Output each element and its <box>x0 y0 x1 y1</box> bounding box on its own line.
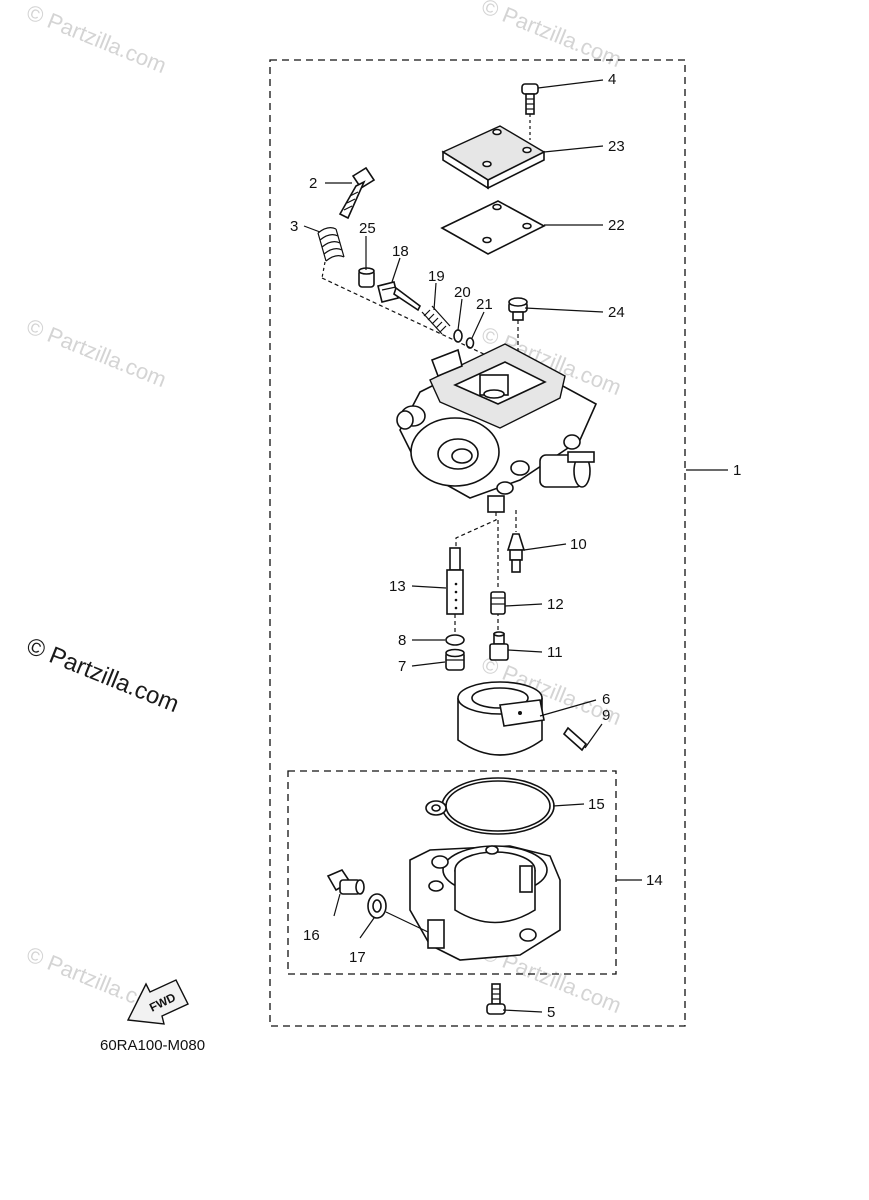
callout-4: 4 <box>608 71 616 88</box>
part-10-needle-valve <box>506 533 526 573</box>
part-8-o-ring <box>445 634 465 646</box>
callout-16: 16 <box>303 927 320 944</box>
callout-11: 11 <box>547 644 563 661</box>
part-23-cover <box>441 125 546 190</box>
callout-14: 14 <box>646 872 663 889</box>
callout-17: 17 <box>349 949 366 966</box>
callout-3: 3 <box>290 218 298 235</box>
part-24-plug <box>508 297 528 378</box>
callout-21: 21 <box>476 296 493 313</box>
callout-23: 23 <box>608 138 625 155</box>
carburetor-body <box>396 343 598 513</box>
watermark: © Partzilla.com <box>23 313 170 392</box>
part-12-jet <box>490 591 506 615</box>
callout-20: 20 <box>454 284 471 301</box>
part-25-cap <box>358 267 375 288</box>
part-5-screw <box>486 983 506 1015</box>
callout-12: 12 <box>547 596 564 613</box>
part-14-float-chamber <box>409 845 561 961</box>
callout-24: 24 <box>608 304 625 321</box>
alignment-line <box>321 277 489 357</box>
watermark: © Partzilla.com <box>478 0 625 72</box>
part-6-float <box>457 681 545 756</box>
callout-1: 1 <box>733 462 741 479</box>
diagram-code: 60RA100-M080 <box>100 1037 205 1054</box>
guide-lines <box>455 510 517 632</box>
watermark: © Partzilla.com <box>23 0 170 78</box>
callout-5: 5 <box>547 1004 555 1021</box>
leader-lines <box>303 79 728 1013</box>
part-3-spring <box>317 227 345 279</box>
callout-8: 8 <box>398 632 406 649</box>
callout-13: 13 <box>389 578 406 595</box>
part-19-spring <box>421 305 451 335</box>
callout-22: 22 <box>608 217 625 234</box>
part-7-plug <box>445 648 465 671</box>
assembly-14-boundary <box>287 770 617 975</box>
assembly-1-boundary <box>269 59 686 1027</box>
callout-9: 9 <box>602 707 610 724</box>
callout-7: 7 <box>398 658 406 675</box>
part-13-main-nozzle <box>446 547 464 632</box>
part-22-gasket <box>440 200 546 255</box>
callout-2: 2 <box>309 175 317 192</box>
callout-6: 6 <box>602 691 610 708</box>
part-21-o-ring <box>465 337 475 349</box>
part-4-screw <box>521 83 539 140</box>
part-15-gasket <box>425 777 555 835</box>
part-18-pilot-screw <box>377 281 422 312</box>
fwd-arrow-icon: FWD <box>126 979 189 1025</box>
part-16-drain-screw <box>326 869 365 895</box>
part-17-washer <box>367 893 387 919</box>
part-9-pin <box>562 726 588 752</box>
watermark-dark: © Partzilla.com <box>23 633 183 719</box>
callouts: 4 23 22 24 1 10 12 11 6 9 15 14 5 2 3 25… <box>290 71 741 1021</box>
callout-18: 18 <box>392 243 409 260</box>
part-2-screw <box>338 166 376 220</box>
callout-10: 10 <box>570 536 587 553</box>
callout-25: 25 <box>359 220 376 237</box>
callout-15: 15 <box>588 796 605 813</box>
part-11-jet-holder <box>489 631 509 661</box>
callout-19: 19 <box>428 268 445 285</box>
